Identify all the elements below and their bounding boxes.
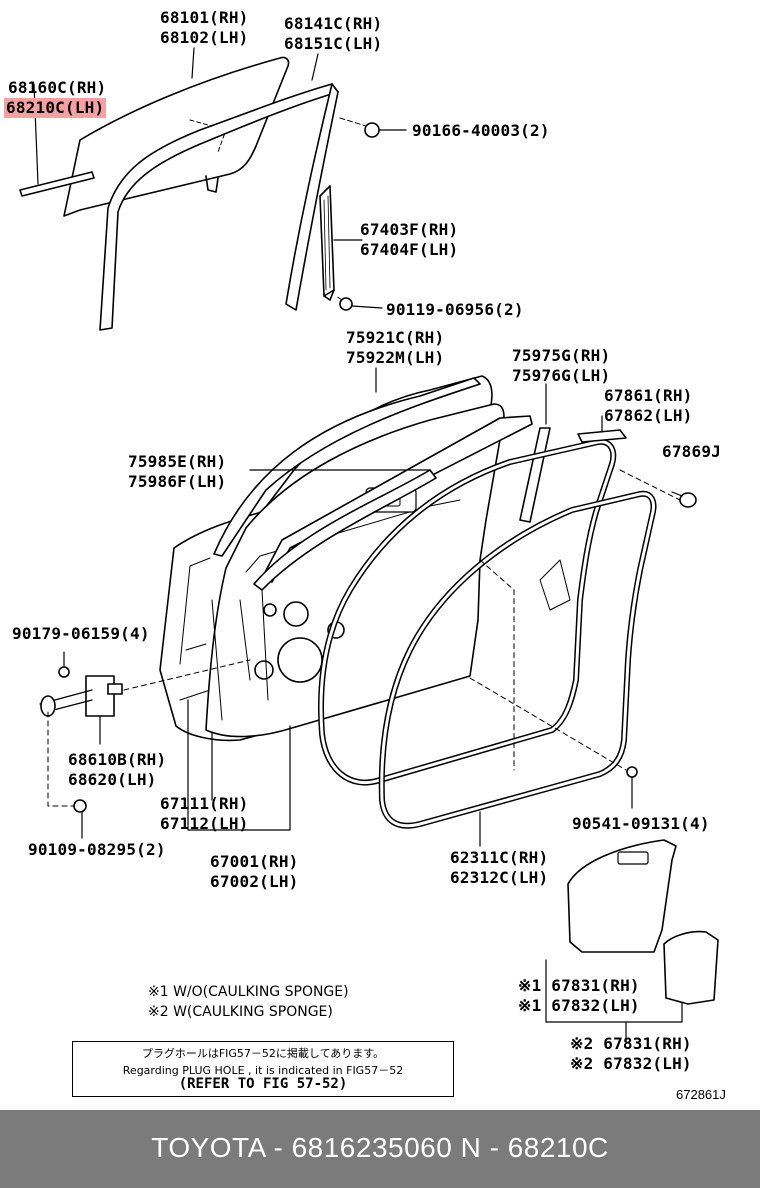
trim-sponge-drawing [567, 839, 719, 1005]
label-67861: 67861(RH) [604, 386, 693, 405]
glass-run-drawing [99, 83, 339, 331]
plug-hole-notice-box: プラグホールはFIG57－52に掲載してあります。 Regarding PLUG… [72, 1041, 454, 1097]
sash-strip-drawing [519, 427, 551, 523]
label-67832-w-o-sponge: ※1 67832(LH) [518, 996, 640, 1015]
bolt-90166-drawing [339, 117, 407, 138]
label-68151c: 68151C(LH) [284, 34, 383, 53]
notice-english-line: Regarding PLUG HOLE , it is indicated in… [122, 1064, 404, 1077]
note-with-caulking-sponge: ※2 W(CAULKING SPONGE) [148, 1004, 333, 1020]
label-67001: 67001(RH) [210, 852, 299, 871]
label-75986f: 75986F(LH) [128, 472, 227, 491]
label-90119-06956: 90119-06956(2) [386, 300, 524, 319]
parts-diagram: 68101(RH) 68102(LH) 68141C(RH) 68151C(LH… [4, 8, 726, 1102]
label-67831-w-sponge: ※2 67831(RH) [570, 1034, 692, 1053]
door-exploded-drawing [19, 47, 719, 1043]
hinge-drawing [39, 675, 123, 745]
label-67002: 67002(LH) [210, 872, 299, 891]
label-68160c: 68160C(RH) [8, 78, 107, 97]
notice-reference-line: (REFER TO FIG 57-52) [178, 1076, 348, 1092]
label-67111: 67111(RH) [160, 794, 249, 813]
label-68210c-highlighted: 68210C(LH) [4, 98, 107, 118]
channel-bracket-drawing [319, 185, 335, 301]
label-75975g: 75975G(RH) [512, 346, 611, 365]
footer-bar: TOYOTA - 6816235060 N - 68210C [0, 1110, 760, 1188]
label-67403f: 67403F(RH) [360, 220, 459, 239]
label-67862: 67862(LH) [604, 406, 693, 425]
label-62312c: 62312C(LH) [450, 868, 549, 887]
label-67404f: 67404F(LH) [360, 240, 459, 259]
label-68610b: 68610B(RH) [68, 750, 167, 769]
label-68102: 68102(LH) [160, 28, 249, 47]
label-67112: 67112(LH) [160, 814, 249, 833]
note-without-caulking-sponge: ※1 W/O(CAULKING SPONGE) [148, 984, 349, 1000]
bolt-90119-drawing [339, 297, 383, 311]
label-75976g: 75976G(LH) [512, 366, 611, 385]
label-67869j: 67869J [662, 442, 721, 461]
label-75921c: 75921C(RH) [346, 328, 445, 347]
label-90179-06159: 90179-06159(4) [12, 624, 150, 643]
retainer-strip-drawing [577, 429, 627, 443]
label-67831-w-o-sponge: ※1 67831(RH) [518, 976, 640, 995]
plug-67869-drawing [671, 491, 697, 508]
label-67832-w-sponge: ※2 67832(LH) [570, 1054, 692, 1073]
run-channel-strip [19, 171, 95, 197]
label-75985e: 75985E(RH) [128, 452, 227, 471]
label-68141c: 68141C(RH) [284, 14, 383, 33]
door-weatherstrip-drawing [318, 438, 657, 829]
label-62311c: 62311C(RH) [450, 848, 549, 867]
footer-part-number: TOYOTA - 6816235060 N - 68210C [151, 1132, 609, 1163]
bolt-90109-drawing [73, 799, 87, 813]
label-68620: 68620(LH) [68, 770, 157, 789]
figure-code: 672861J [676, 1087, 726, 1102]
notice-japanese-line: プラグホールはFIG57－52に掲載してあります。 [141, 1047, 385, 1060]
bolt-90541-drawing [626, 766, 638, 778]
bolt-90179-drawing [58, 666, 70, 678]
label-90541-09131: 90541-09131(4) [572, 814, 710, 833]
label-75922m: 75922M(LH) [346, 348, 445, 367]
label-90166-40003: 90166-40003(2) [412, 121, 550, 140]
label-90109-08295: 90109-08295(2) [28, 840, 166, 859]
belt-moulding-drawing [213, 377, 533, 591]
label-68101: 68101(RH) [160, 8, 249, 27]
